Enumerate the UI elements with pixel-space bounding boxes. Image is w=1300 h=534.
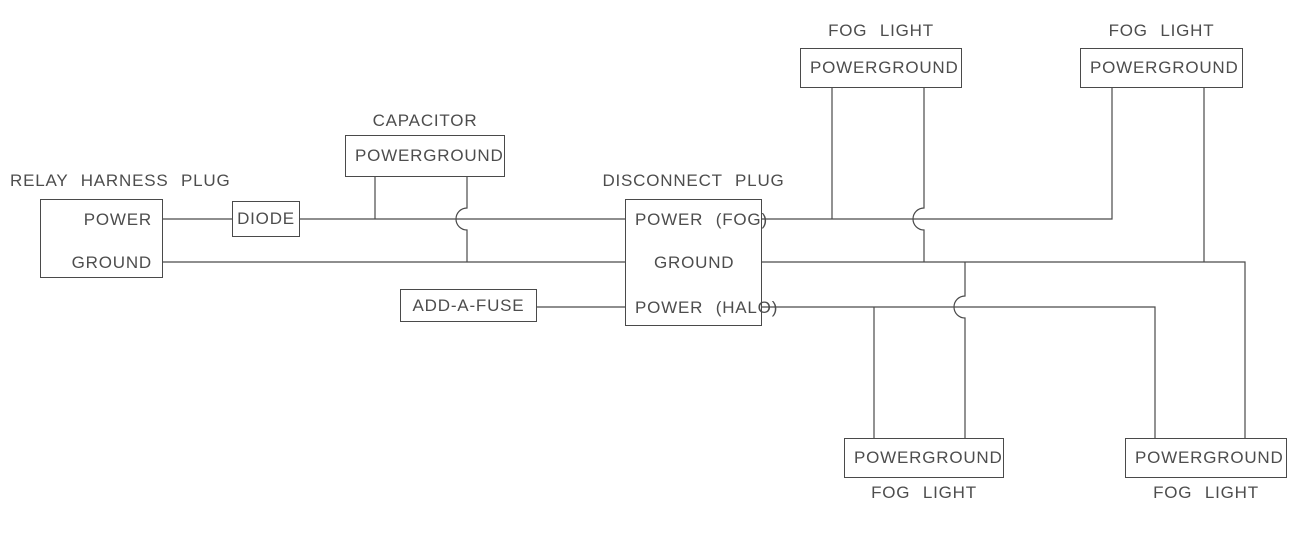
diode-box: DIODE	[232, 201, 300, 237]
fog-light-bottom-right-pin-ground: GROUND	[1203, 448, 1284, 467]
fog-light-top-left-title: FOG LIGHT	[828, 21, 934, 40]
relay-harness-plug-box: POWER GROUND	[40, 199, 163, 278]
power-halo-bus-to-bottom-right-fog-wire	[762, 306, 1156, 438]
ground-bus-to-bottom-right-fog-wire	[762, 261, 1246, 438]
fog-light-bottom-left-box: POWER GROUND	[844, 438, 1004, 478]
capacitor-pin-power: POWER	[355, 146, 424, 165]
capacitor-title: CAPACITOR	[372, 111, 478, 130]
fog-light-bottom-right-title: FOG LIGHT	[1153, 483, 1259, 502]
add-a-fuse-box: ADD-A-FUSE	[400, 289, 537, 322]
relay-pin-ground: GROUND	[71, 253, 152, 272]
disconnect-pin-power-fog: POWER (FOG)	[635, 210, 768, 229]
fog-light-bottom-right-box: POWER GROUND	[1125, 438, 1287, 478]
fog-light-top-left-box: POWER GROUND	[800, 48, 962, 88]
bottom-left-fog-ground-drop-with-jump-wire	[953, 262, 966, 438]
top-left-fog-ground-drop-with-jump-wire	[912, 88, 925, 262]
fog-light-bottom-left-pin-ground: GROUND	[922, 448, 1003, 467]
fog-light-bottom-left-pin-power: POWER	[854, 448, 923, 467]
fog-light-top-left-pin-power: POWER	[810, 58, 879, 77]
capacitor-pin-ground: GROUND	[423, 146, 504, 165]
power-fog-bus-to-top-right-fog-wire	[762, 88, 1113, 220]
fog-light-top-right-box: POWER GROUND	[1080, 48, 1243, 88]
disconnect-pin-ground: GROUND	[654, 253, 735, 272]
fog-light-bottom-right-pin-power: POWER	[1135, 448, 1204, 467]
diode-label: DIODE	[237, 209, 295, 228]
disconnect-plug-box: POWER (FOG) GROUND POWER (HALO)	[625, 199, 777, 326]
fog-light-bottom-left-title: FOG LIGHT	[871, 483, 977, 502]
fog-light-top-right-pin-ground: GROUND	[1158, 58, 1239, 77]
disconnect-pin-power-halo: POWER (HALO)	[635, 298, 779, 317]
fog-light-top-right-title: FOG LIGHT	[1108, 21, 1215, 40]
add-a-fuse-label: ADD-A-FUSE	[412, 295, 525, 315]
fog-light-top-right-pin-power: POWER	[1090, 58, 1159, 77]
relay-pin-power: POWER	[83, 210, 152, 229]
relay-harness-plug-title: RELAY HARNESS PLUG	[10, 171, 231, 190]
disconnect-plug-title: DISCONNECT PLUG	[602, 171, 785, 190]
fog-light-top-left-pin-ground: GROUND	[878, 58, 959, 77]
capacitor-ground-drop-with-jump-wire	[455, 177, 468, 262]
capacitor-box: POWER GROUND	[345, 135, 505, 177]
